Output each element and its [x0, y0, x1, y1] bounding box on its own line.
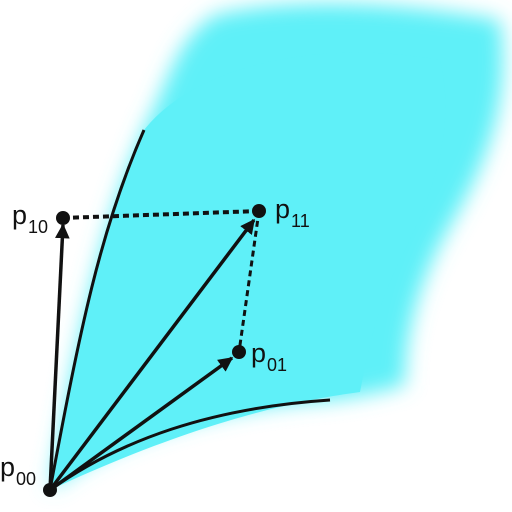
point-p11: [252, 204, 266, 218]
label-p01-base: p: [251, 338, 267, 368]
point-p01: [232, 345, 246, 359]
label-p00: p00: [0, 452, 36, 489]
surface-patch: [50, 3, 503, 491]
dashed-line-p10-p11: [62, 209, 260, 220]
surface-fill-core: [50, 52, 446, 490]
label-p00-base: p: [0, 452, 16, 482]
label-p10-sub: 10: [28, 217, 49, 237]
label-p01: p01: [251, 338, 287, 375]
label-p11-sub: 11: [291, 211, 310, 231]
label-p00-sub: 00: [16, 469, 37, 489]
vector-p00-to-p01: [48, 356, 234, 492]
vector-p00-to-p11: [48, 218, 256, 492]
left-boundary-curve: [48, 129, 146, 491]
label-p11: p11: [275, 194, 310, 231]
point-p00: [43, 483, 57, 497]
label-p01-sub: 01: [267, 355, 288, 375]
label-p11-base: p: [275, 194, 291, 224]
label-p10: p10: [12, 200, 48, 237]
dashed-line-p11-p01: [237, 210, 261, 353]
vector-p00-to-p10: [48, 223, 70, 491]
point-p10: [56, 211, 70, 225]
label-p10-base: p: [12, 200, 28, 230]
